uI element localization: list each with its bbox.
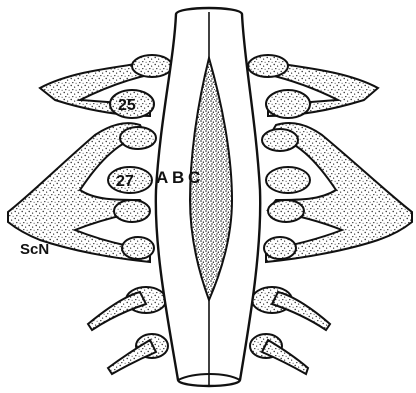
right-ganglion-5 bbox=[268, 200, 304, 222]
right-lower-nerves bbox=[262, 292, 330, 374]
label-b: B bbox=[172, 168, 184, 187]
left-lower-nerves bbox=[88, 292, 156, 374]
label-25: 25 bbox=[118, 97, 136, 114]
left-ganglion-3 bbox=[120, 127, 156, 149]
left-ganglion-6 bbox=[122, 237, 154, 259]
label-scn: ScN bbox=[20, 241, 49, 258]
right-ganglion-6 bbox=[264, 237, 296, 259]
right-ganglion-1 bbox=[248, 55, 288, 77]
label-a: A bbox=[156, 168, 168, 187]
label-27: 27 bbox=[116, 173, 134, 190]
right-ganglion-4 bbox=[266, 167, 310, 193]
left-ganglion-5 bbox=[114, 200, 150, 222]
right-ganglion-2 bbox=[266, 90, 310, 118]
label-c: C bbox=[188, 168, 200, 187]
right-ganglion-3 bbox=[262, 129, 298, 151]
left-ganglion-1 bbox=[132, 55, 172, 77]
spinal-cord bbox=[156, 8, 260, 386]
